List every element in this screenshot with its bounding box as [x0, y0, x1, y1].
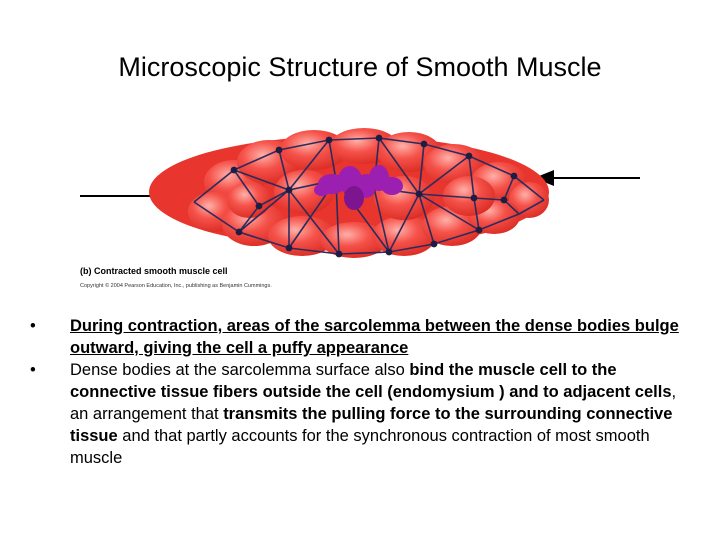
bullet-item: • Dense bodies at the sarcolemma surface…	[30, 359, 680, 469]
caption-text: Contracted smooth muscle cell	[94, 266, 228, 276]
caption-label: (b)	[80, 266, 92, 276]
bullet-text: , an arrangement that	[70, 383, 677, 423]
bullet-text: Dense bodies at the sarcolemma surface a…	[70, 361, 410, 379]
bullet-text-bold: transmits the pulling force to the surro…	[70, 405, 673, 445]
bullet-text: and that partly accounts for the synchro…	[70, 427, 650, 467]
bullet-marker: •	[30, 361, 36, 379]
cell-illustration	[80, 128, 640, 258]
bullet-item: • During contraction, areas of the sarco…	[30, 315, 680, 359]
nucleus	[314, 165, 403, 210]
copyright-note: Copyright © 2004 Pearson Education, Inc.…	[80, 283, 272, 289]
bullet-text: During contraction, areas of the sarcole…	[70, 317, 679, 357]
figure-caption: (b) Contracted smooth muscle cell	[80, 266, 228, 276]
bullet-text-bold: bind the muscle cell to the connective t…	[70, 361, 672, 401]
bullet-marker: •	[30, 317, 36, 335]
slide-title: Microscopic Structure of Smooth Muscle	[118, 52, 602, 82]
contracted-cell-figure: (b) Contracted smooth muscle cell Copyri…	[74, 120, 654, 300]
bullet-list: • During contraction, areas of the sarco…	[30, 315, 680, 469]
